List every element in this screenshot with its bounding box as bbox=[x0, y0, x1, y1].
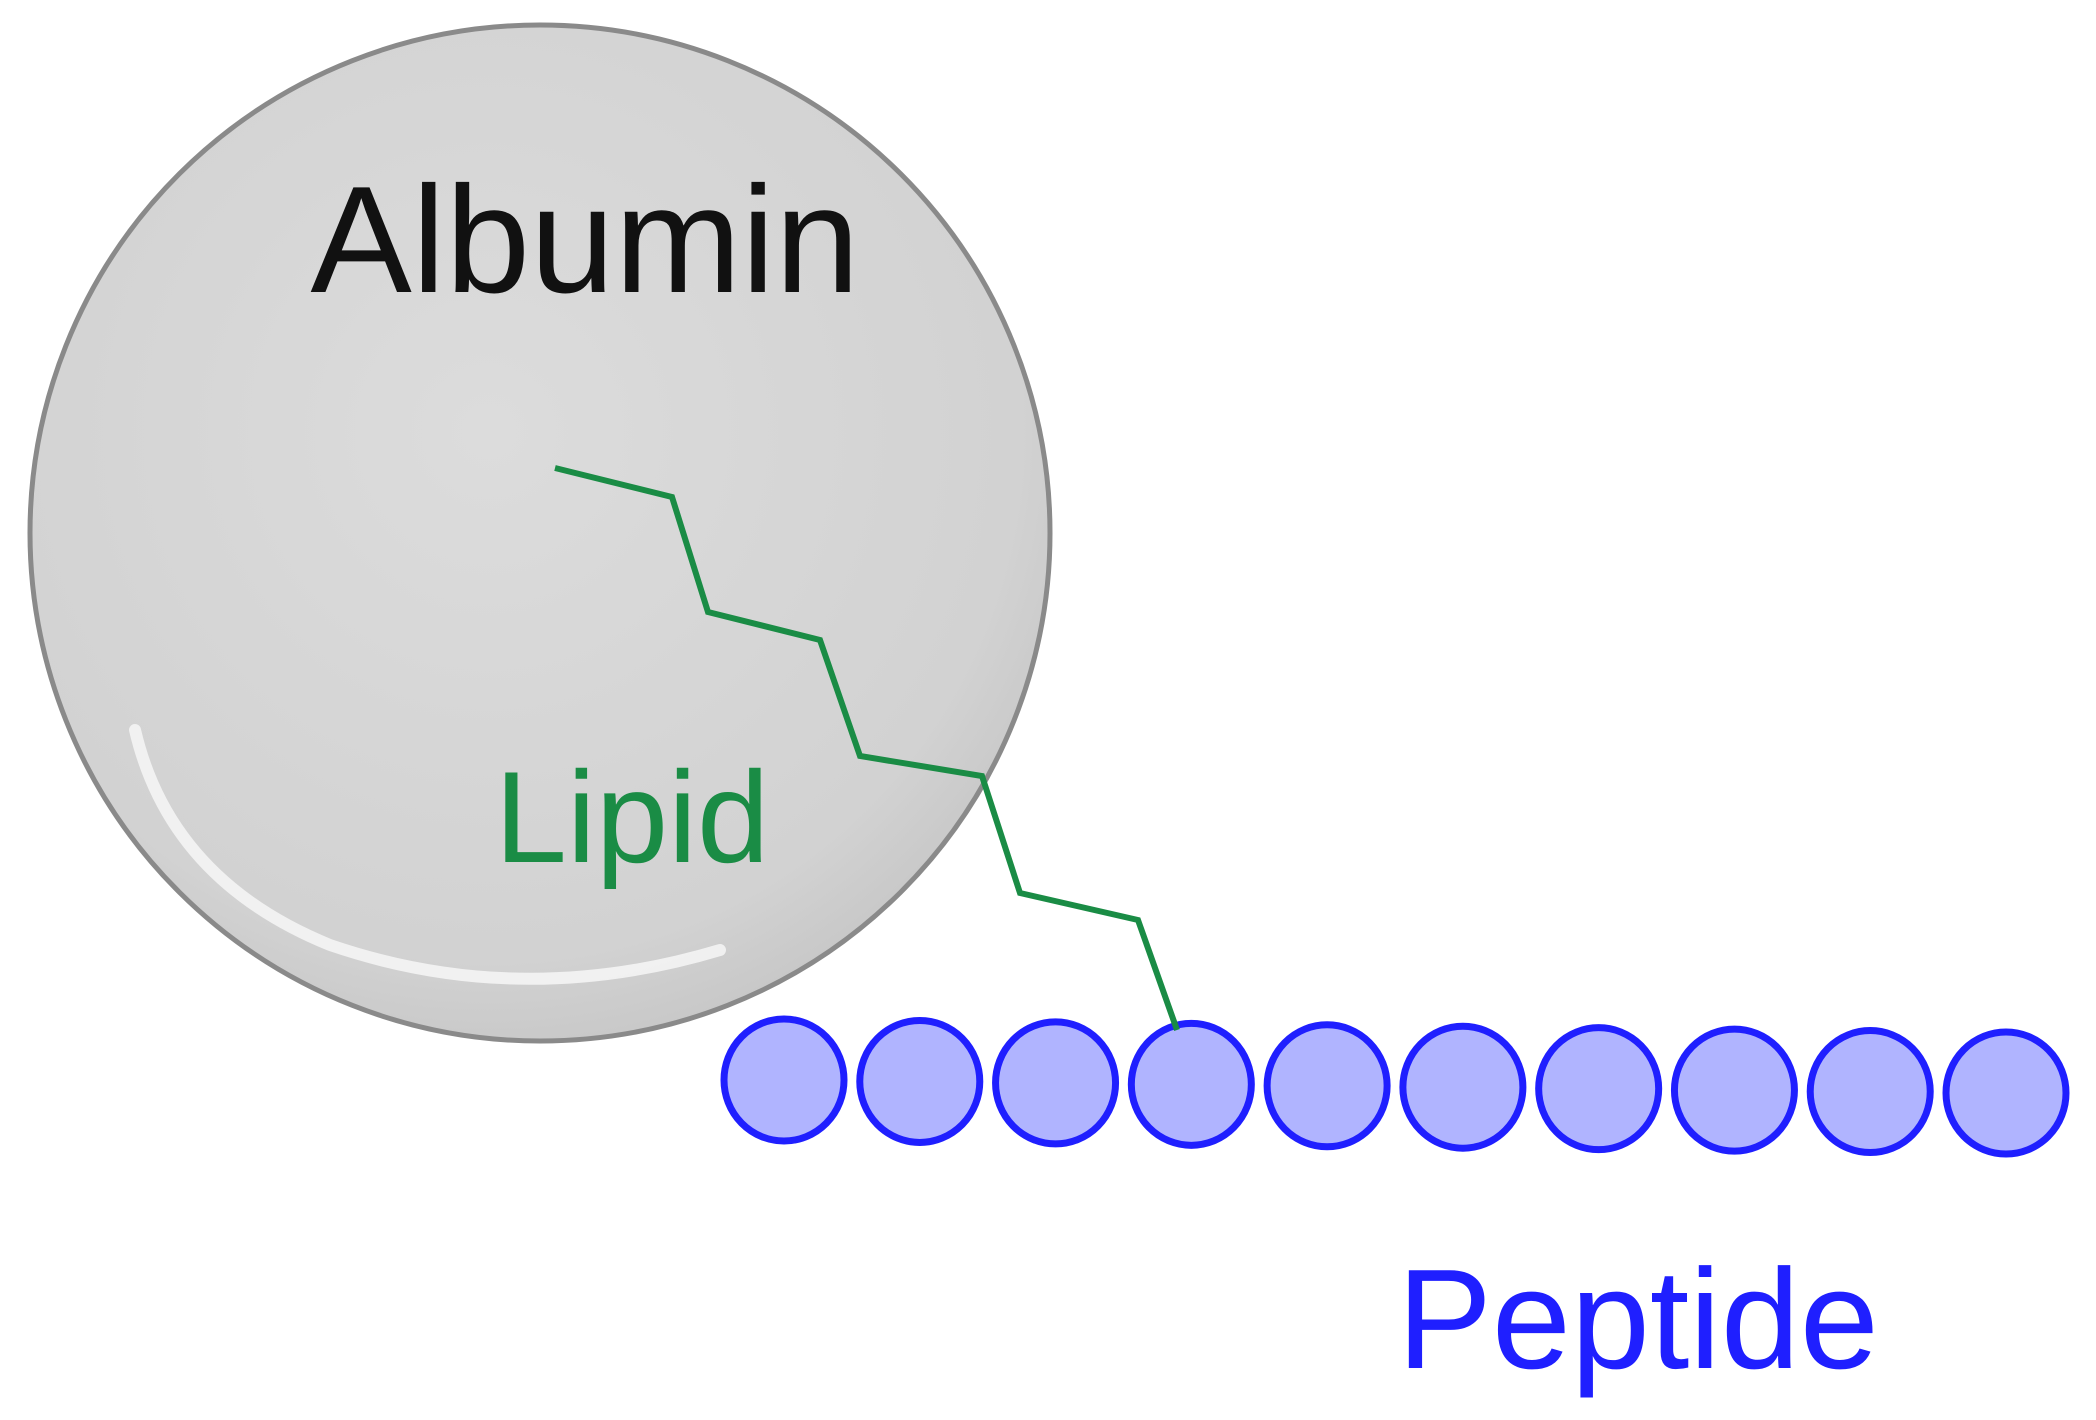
peptide-residue bbox=[720, 1015, 848, 1145]
albumin-body bbox=[27, 22, 1053, 1044]
albumin-highlight bbox=[129, 724, 726, 985]
peptide-residue bbox=[1263, 1021, 1391, 1151]
albumin-label: Albumin bbox=[310, 155, 859, 325]
peptide-chain bbox=[720, 1015, 2070, 1158]
peptide-residue bbox=[856, 1016, 984, 1146]
peptide-residue bbox=[1127, 1019, 1255, 1149]
peptide-residue bbox=[1535, 1024, 1663, 1154]
peptide-residue bbox=[1399, 1022, 1527, 1152]
lipid-chain bbox=[554, 465, 1180, 1032]
albumin-sphere bbox=[27, 22, 1053, 1044]
peptide-residue bbox=[1670, 1025, 1798, 1155]
peptide-residue bbox=[1942, 1028, 2070, 1158]
peptide-residue bbox=[992, 1018, 1120, 1148]
lipid-label: Lipid bbox=[495, 744, 770, 890]
peptide-label: Peptide bbox=[1397, 1240, 1879, 1399]
peptide-residue bbox=[1806, 1027, 1934, 1157]
